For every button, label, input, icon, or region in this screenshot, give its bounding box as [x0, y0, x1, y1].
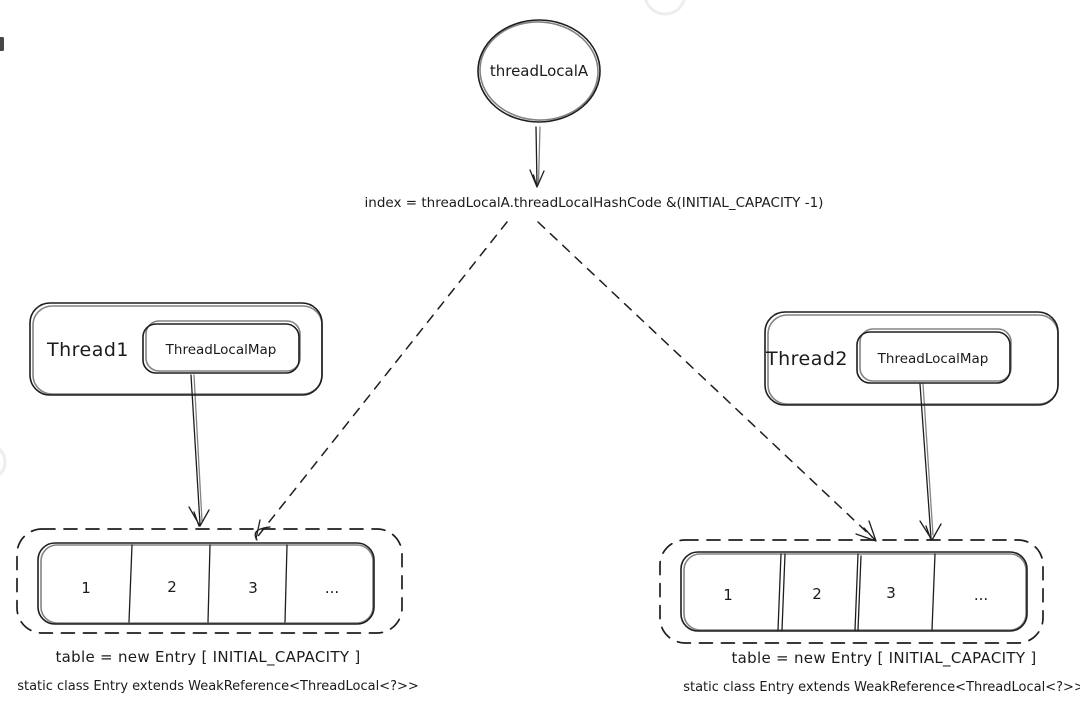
- right-table-divider-2: [854, 553, 862, 631]
- index-formula-text: index = threadLocalA.threadLocalHashCode…: [365, 195, 824, 211]
- right-table-dashed-border: [659, 539, 1044, 644]
- dashed-arrow-left: [254, 221, 508, 541]
- right-table-cell-4: ...: [974, 586, 988, 604]
- thread2-map-label: ThreadLocalMap: [877, 351, 989, 367]
- threadlocal-node: threadLocalA: [477, 19, 601, 123]
- left-table-cell-3: 3: [248, 579, 258, 597]
- right-caption-entry: static class Entry extends WeakReference…: [683, 680, 1080, 695]
- thread2-label: Thread2: [765, 348, 848, 370]
- left-table-rect-sketch: [40, 544, 374, 624]
- left-table-divider-2: [207, 544, 211, 623]
- right-table-divider-1: [777, 553, 786, 631]
- right-table-divider-3: [931, 553, 936, 631]
- watermark-circle-top: [644, 0, 686, 16]
- thread2-map-rect: [856, 331, 1011, 384]
- threadlocal-node-label: threadLocalA: [490, 62, 589, 80]
- thread1-map-rect-sketch: [145, 320, 301, 372]
- thread1-map-rect: [142, 323, 300, 374]
- right-table-cell-2: 2: [812, 585, 822, 603]
- left-table-divider-3: [284, 544, 288, 623]
- left-table-rect: [37, 542, 375, 625]
- thread2-map-rect-sketch: [859, 328, 1012, 382]
- edge-artifact: [0, 37, 4, 51]
- arrow-node-to-formula: [529, 126, 545, 188]
- thread1-outer-rect-sketch: [32, 305, 323, 395]
- arrow-thread1-to-table: [188, 374, 210, 527]
- right-table-cell-3: 3: [886, 584, 896, 602]
- thread1-map-label: ThreadLocalMap: [165, 342, 277, 358]
- thread1-label: Thread1: [46, 339, 129, 361]
- left-table-cell-2: 2: [167, 578, 177, 596]
- left-table-cell-4: ...: [325, 579, 339, 597]
- thread2-box: Thread2 ThreadLocalMap: [764, 311, 1059, 406]
- left-entry-table: 1 2 3 ...: [16, 528, 403, 634]
- right-table-cell-1: 1: [723, 586, 733, 604]
- left-caption-table: table = new Entry [ INITIAL_CAPACITY ]: [56, 648, 361, 667]
- dashed-arrow-right: [537, 221, 877, 542]
- watermark-circle-left: [0, 447, 7, 477]
- left-table-dashed-border: [16, 528, 403, 634]
- thread2-outer-rect-sketch: [767, 314, 1059, 405]
- left-table-cell-1: 1: [81, 579, 91, 597]
- left-caption-entry: static class Entry extends WeakReference…: [17, 679, 419, 694]
- threadlocal-node-circle: [477, 19, 601, 123]
- arrow-thread2-to-table: [919, 383, 942, 541]
- right-entry-table: 1 2 3 ...: [659, 539, 1044, 644]
- right-table-rect: [680, 551, 1028, 632]
- thread1-box: Thread1 ThreadLocalMap: [29, 302, 323, 396]
- threadlocal-node-circle-sketch: [479, 21, 599, 121]
- right-caption-table: table = new Entry [ INITIAL_CAPACITY ]: [732, 649, 1037, 668]
- left-table-divider-1: [128, 544, 133, 623]
